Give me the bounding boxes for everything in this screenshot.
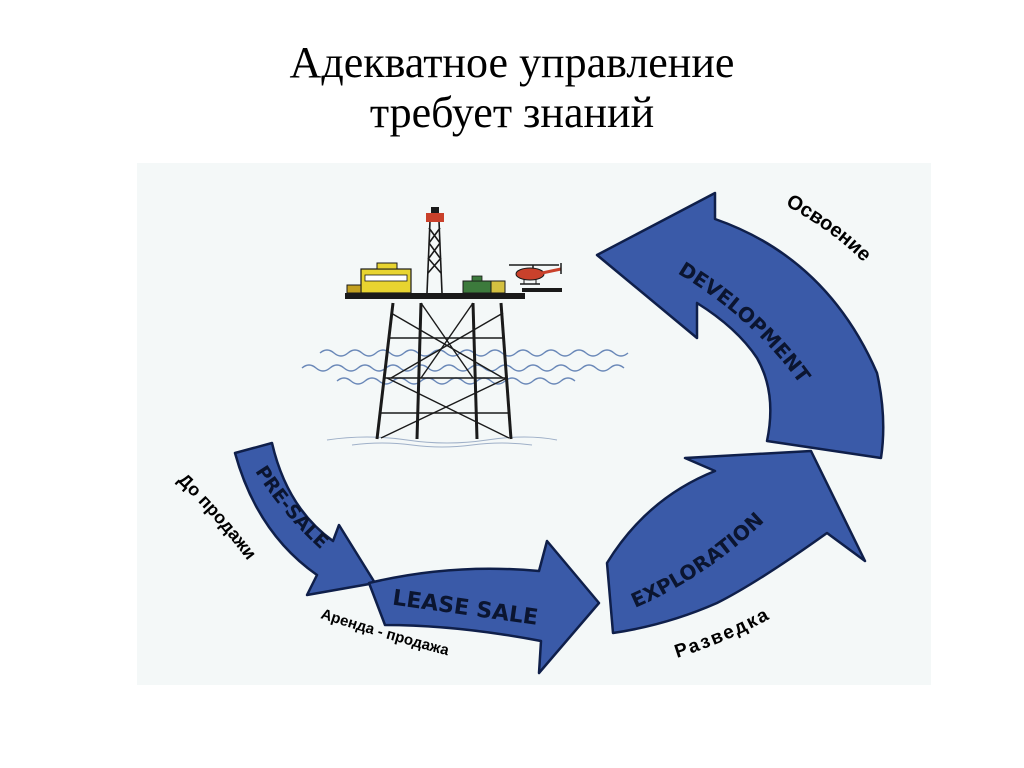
title-line-2: требует знаний — [369, 88, 655, 137]
oil-platform-icon — [301, 207, 629, 448]
lease-sale-arrow — [367, 539, 601, 675]
title-line-1: Адекватное управление — [289, 38, 735, 87]
helicopter-icon — [509, 263, 562, 285]
exploration-arrow — [605, 449, 867, 635]
caption-osvoenie: Освоение — [783, 190, 876, 266]
presale-arrow — [233, 441, 377, 597]
lifecycle-diagram: PRE-SALE LEASE SALE EXPLORATION DEVELOPM… — [137, 163, 931, 685]
slide-title: Адекватное управление требует знаний — [0, 38, 1024, 138]
